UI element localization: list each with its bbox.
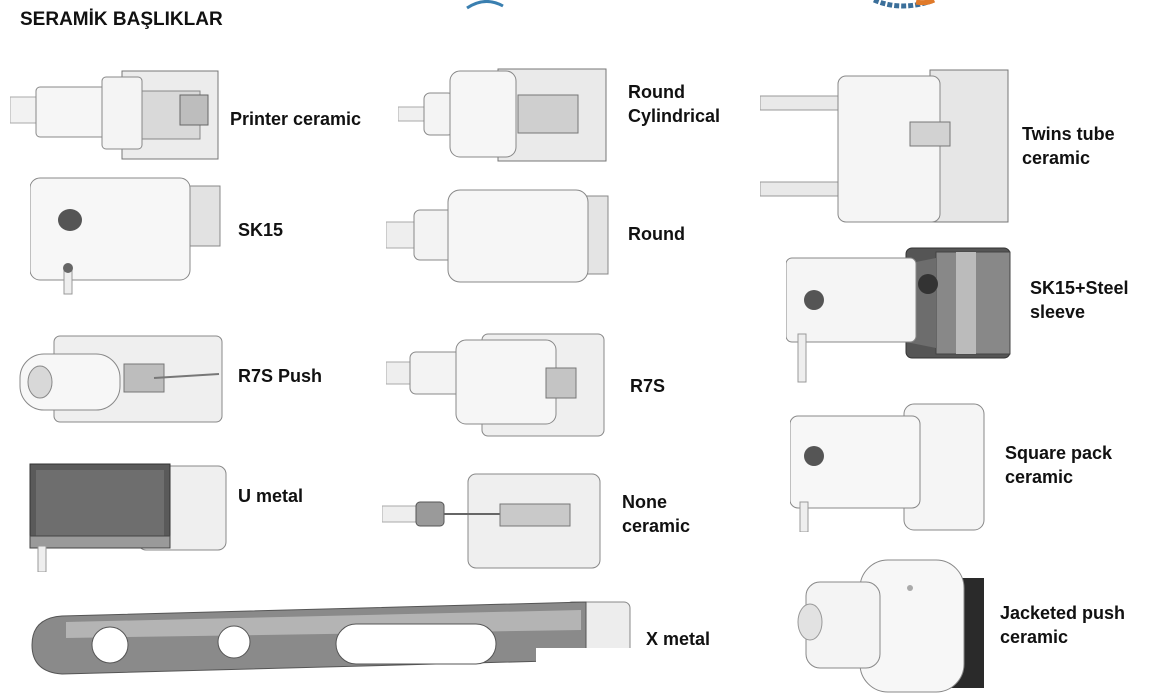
x-metal-image xyxy=(31,601,632,696)
label-u-metal: U metal xyxy=(238,484,303,508)
label-line: SK15 xyxy=(238,220,284,240)
label-r7s-push: R7S Push xyxy=(238,364,322,388)
label-line: R7S Push xyxy=(238,366,323,386)
printer-ceramic-image xyxy=(10,70,219,160)
label-jacketed-push-ceramic: Jacketed push ceramic xyxy=(1000,601,1125,649)
label-line: Square pack xyxy=(1005,443,1113,463)
round-cylindrical-image xyxy=(398,68,607,162)
label-line: U metal xyxy=(238,486,304,506)
label-round-cylindrical: Round Cylindrical xyxy=(628,80,720,128)
square-pack-ceramic-image xyxy=(790,403,985,532)
label-line: ceramic xyxy=(1005,467,1074,487)
label-twins-tube-ceramic: Twins tube ceramic xyxy=(1022,122,1115,170)
label-line: ceramic xyxy=(622,516,691,536)
label-line: X metal xyxy=(646,629,711,649)
label-line: ceramic xyxy=(1022,148,1091,168)
page-title: SERAMİK BAŞLIKLAR xyxy=(20,9,223,30)
label-none-ceramic: None ceramic xyxy=(622,490,690,538)
label-printer-ceramic: Printer ceramic xyxy=(230,107,361,131)
label-line: None xyxy=(622,492,667,512)
label-x-metal: X metal xyxy=(646,627,710,651)
label-r7s: R7S xyxy=(630,374,665,398)
label-line: Cylindrical xyxy=(628,106,721,126)
label-sk15-steel-sleeve: SK15+Steel sleeve xyxy=(1030,276,1129,324)
label-line: ceramic xyxy=(1000,627,1069,647)
logo-fragment-center xyxy=(466,0,504,10)
label-line: Round xyxy=(628,82,685,102)
label-line: Twins tube xyxy=(1022,124,1115,144)
u-metal-image xyxy=(29,463,227,572)
label-line: Jacketed push xyxy=(1000,603,1126,623)
label-line: sleeve xyxy=(1030,302,1086,322)
logo-fragment-right xyxy=(873,0,936,9)
sk15-steel-sleeve-image xyxy=(786,247,1011,383)
label-square-pack-ceramic: Square pack ceramic xyxy=(1005,441,1112,489)
none-ceramic-image xyxy=(382,473,601,569)
label-line: SK15+Steel xyxy=(1030,278,1129,298)
label-line: Printer ceramic xyxy=(230,109,362,129)
r7s-image xyxy=(386,333,605,437)
sk15-image xyxy=(30,177,221,295)
label-round: Round xyxy=(628,222,685,246)
jacketed-push-ceramic-image xyxy=(797,559,984,693)
label-line: R7S xyxy=(630,376,666,396)
label-line: Round xyxy=(628,224,685,244)
label-sk15: SK15 xyxy=(238,218,283,242)
twins-tube-ceramic-image xyxy=(760,69,1009,223)
round-image xyxy=(386,189,609,283)
r7s-push-image xyxy=(19,335,223,423)
